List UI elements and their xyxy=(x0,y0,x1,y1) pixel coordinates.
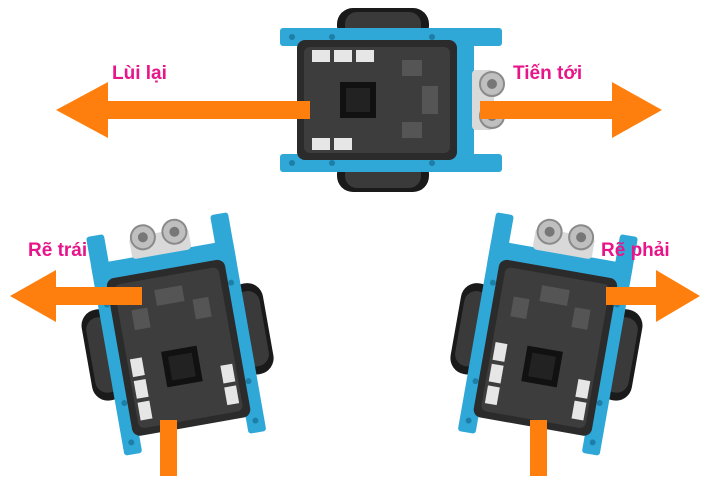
label-back: Lùi lại xyxy=(112,63,167,84)
turn-right-tail xyxy=(530,420,547,476)
turn-left-arrow xyxy=(10,270,142,322)
label-forward: Tiến tới xyxy=(513,63,583,84)
label-turn-right: Rẽ phải xyxy=(601,240,670,261)
robot-top xyxy=(279,7,505,193)
label-turn-left: Rẽ trái xyxy=(28,240,88,261)
forward-arrow xyxy=(480,82,662,138)
turn-right-arrow xyxy=(606,270,700,322)
back-arrow xyxy=(56,82,310,138)
turn-left-tail xyxy=(160,420,177,476)
